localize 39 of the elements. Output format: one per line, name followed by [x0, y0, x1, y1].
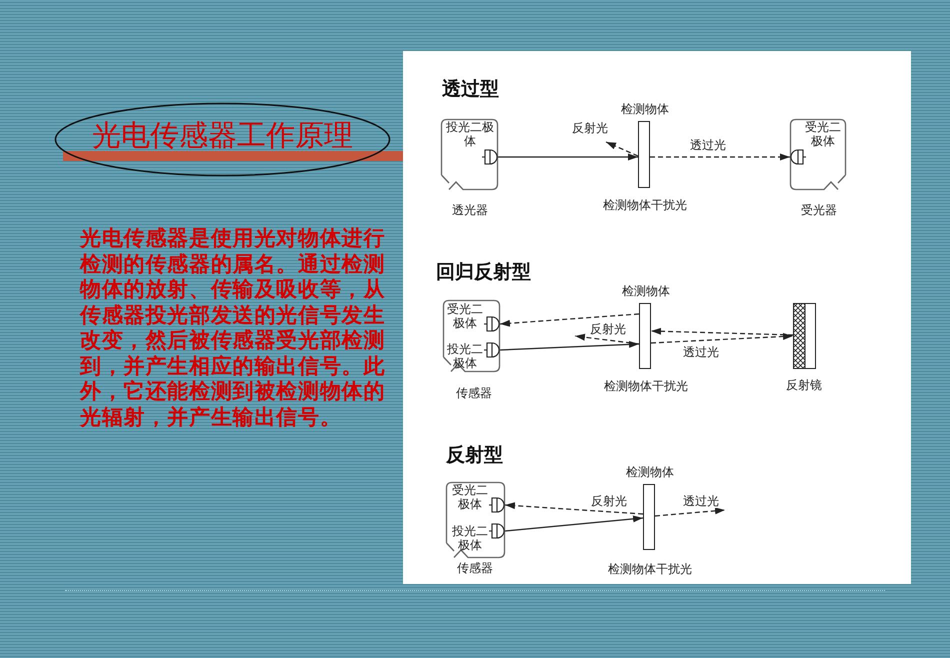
component-label: 受光二极体 — [451, 483, 489, 511]
component-label: 投光二极体 — [445, 120, 495, 148]
component-label: 投光二极体 — [446, 342, 484, 370]
light-ray — [504, 515, 644, 532]
edge-label: 反射光 — [572, 121, 608, 135]
edge-label: 反射光 — [590, 322, 626, 336]
component-caption: 检测物体干扰光 — [603, 379, 689, 393]
edge-label: 反射光 — [591, 494, 627, 508]
object-label: 检测物体 — [622, 284, 670, 298]
edge-label: 透过光 — [690, 138, 726, 152]
light-ray — [650, 328, 794, 336]
component-caption: 受光器 — [800, 203, 838, 217]
light-ray — [606, 141, 638, 157]
edge-label: 透过光 — [683, 345, 719, 359]
light-ray — [574, 334, 640, 345]
light-ray — [498, 154, 638, 160]
section-heading: 回归反射型 — [436, 262, 531, 284]
light-ray — [500, 313, 640, 327]
component-label: 受光二极体 — [446, 302, 484, 330]
component-caption: 检测物体干扰光 — [602, 198, 688, 212]
edge-label: 透过光 — [683, 494, 719, 508]
light-ray — [650, 154, 790, 160]
object-label: 检测物体 — [621, 102, 669, 116]
component-caption: 反射镜 — [785, 378, 823, 392]
light-ray — [504, 502, 644, 515]
section-heading: 反射型 — [446, 445, 503, 467]
light-ray — [650, 333, 794, 344]
component-caption: 检测物体干扰光 — [607, 562, 693, 576]
component-label: 受光二极体 — [804, 120, 842, 148]
component-label: 投光二极体 — [451, 524, 489, 552]
component-caption: 传感器 — [455, 386, 493, 400]
body-text: 光电传感器是使用光对物体进行检测的传感器的属名。通过检测物体的放射、传输及吸收等，从传感器投光部发送的光信号发生改变，然后被传感器受光部检测到，并产生相应的输出信号。此外，它还能检测到被检测物体的光辐射，并产生输出信号。 — [80, 226, 386, 430]
light-ray — [654, 507, 726, 517]
object-label: 检测物体 — [626, 465, 674, 479]
component-caption: 传感器 — [456, 561, 494, 575]
component-caption: 透光器 — [451, 203, 489, 217]
light-ray — [500, 340, 640, 351]
section-heading: 透过型 — [442, 79, 499, 101]
slide-title: 光电传感器工作原理 — [91, 121, 354, 150]
